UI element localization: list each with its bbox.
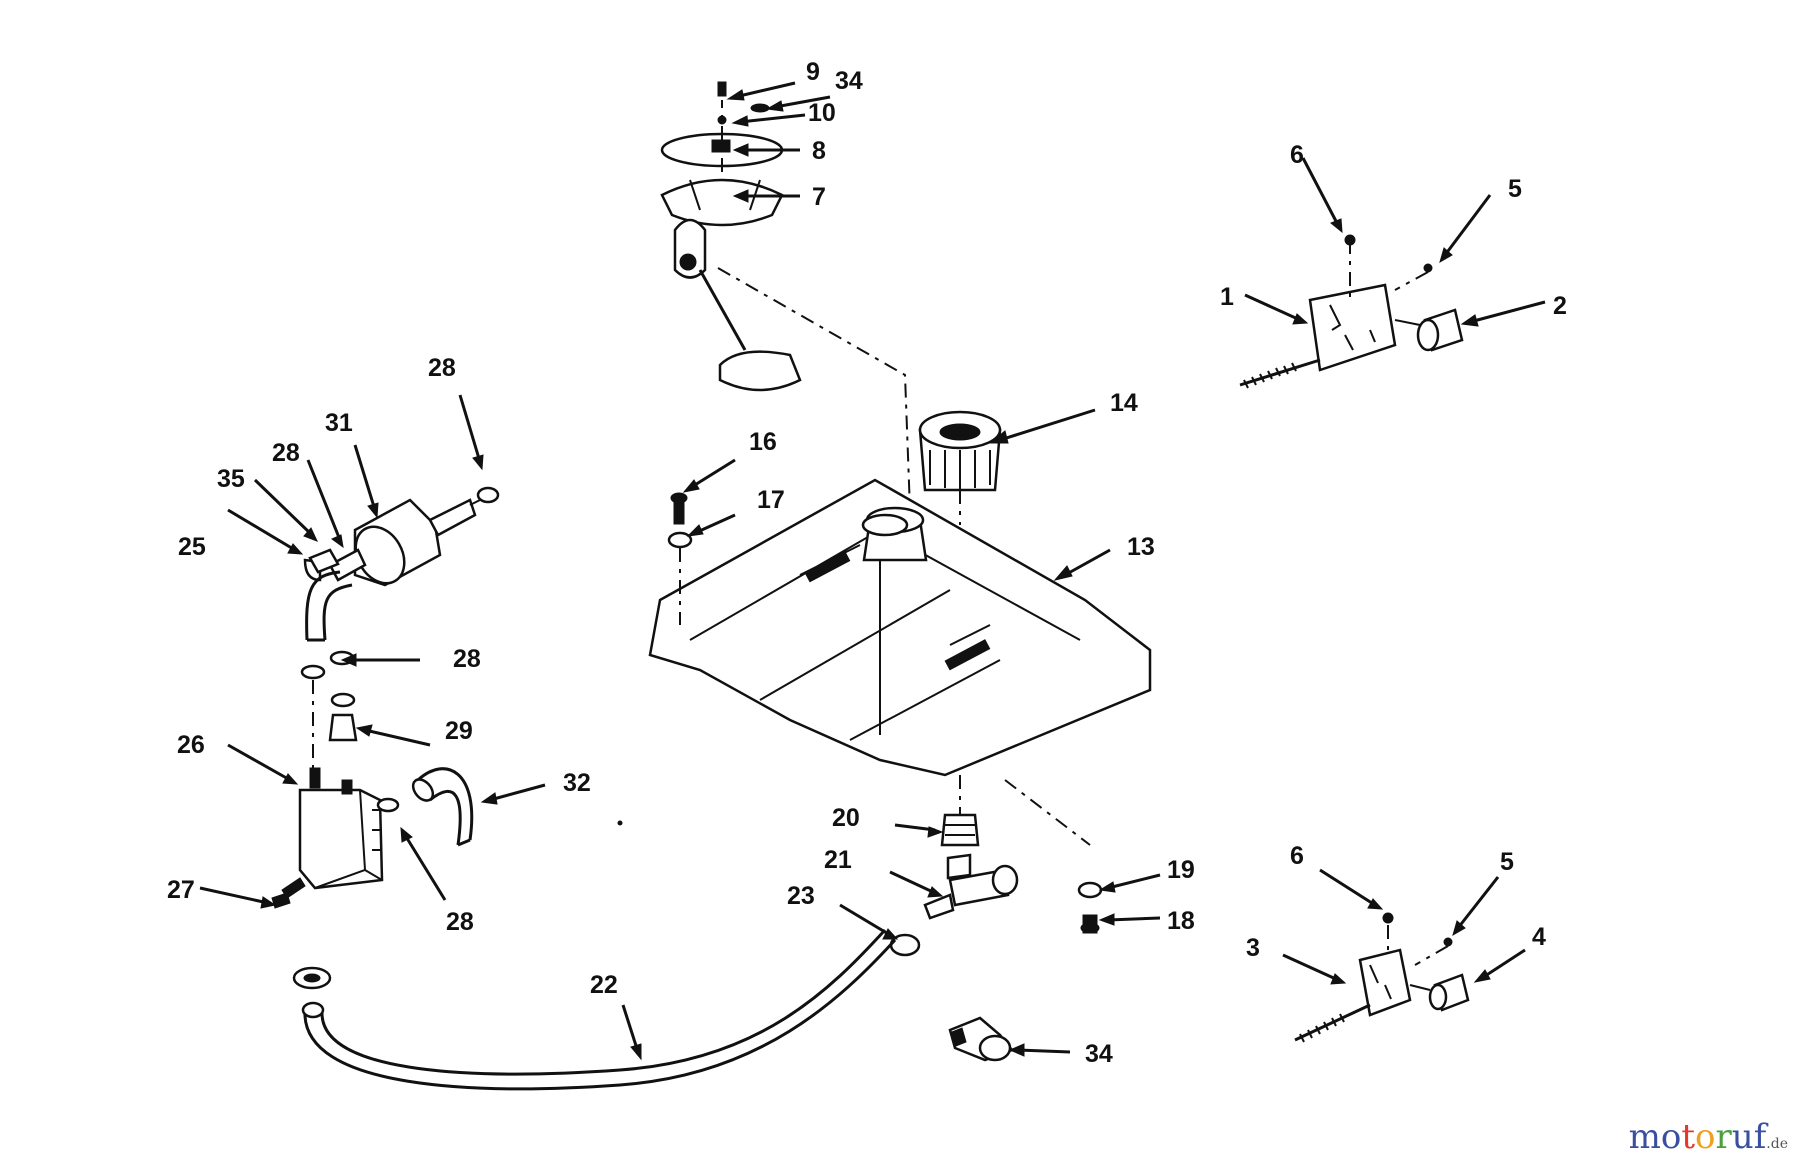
callout-5: 5	[1508, 175, 1522, 203]
callout-16: 16	[749, 428, 777, 456]
watermark-letter: t	[1681, 1117, 1696, 1157]
callout-9: 9	[806, 58, 820, 86]
callout-34: 34	[835, 67, 863, 95]
callout-17: 17	[757, 486, 785, 514]
callout-4: 4	[1532, 923, 1546, 951]
watermark-suffix: .de	[1766, 1136, 1788, 1152]
callout-5: 5	[1500, 848, 1514, 876]
site-watermark-logo: motoruf.de	[1629, 1117, 1788, 1157]
fuel-tank	[648, 478, 1152, 777]
callout-35: 35	[217, 465, 245, 493]
watermark-letter: m	[1628, 1117, 1661, 1157]
callout-18: 18	[1167, 907, 1195, 935]
callout-3: 3	[1246, 934, 1260, 962]
callout-8: 8	[812, 137, 826, 165]
callout-22: 22	[590, 971, 618, 999]
callout-2: 2	[1553, 292, 1567, 320]
vent-hose	[411, 767, 474, 847]
callout-25: 25	[178, 533, 206, 561]
callout-14: 14	[1110, 389, 1138, 417]
callout-13: 13	[1127, 533, 1155, 561]
callout-29: 29	[445, 717, 473, 745]
callout-7: 7	[812, 183, 826, 211]
callout-1: 1	[1220, 283, 1234, 311]
callout-27: 27	[167, 876, 195, 904]
callout-6: 6	[1290, 141, 1304, 169]
callout-20: 20	[832, 804, 860, 832]
shutoff-valve	[923, 853, 1019, 920]
watermark-letter: f	[1753, 1117, 1767, 1157]
callout-21: 21	[824, 846, 852, 874]
callout-28: 28	[453, 645, 481, 673]
callout-31: 31	[325, 409, 353, 437]
fuel-pump	[298, 767, 384, 890]
upper-control-bracket	[1239, 283, 1464, 389]
callout-28: 28	[428, 354, 456, 382]
callout-28: 28	[272, 439, 300, 467]
callout-34: 34	[1085, 1040, 1113, 1068]
fuel-cap	[918, 410, 1002, 492]
callout-28: 28	[446, 908, 474, 936]
fuel-line	[301, 928, 897, 1091]
watermark-letter: u	[1731, 1117, 1754, 1157]
watermark-letter: r	[1715, 1117, 1732, 1157]
callout-6: 6	[1290, 842, 1304, 870]
callout-19: 19	[1167, 856, 1195, 884]
callout-23: 23	[787, 882, 815, 910]
callout-10: 10	[808, 99, 836, 127]
watermark-letter: o	[1660, 1117, 1682, 1157]
lower-control-bracket	[1294, 948, 1470, 1043]
callout-26: 26	[177, 731, 205, 759]
callout-32: 32	[563, 769, 591, 797]
fuel-sender-assembly	[660, 81, 802, 392]
hose-clip	[948, 1016, 1015, 1062]
watermark-letter: o	[1695, 1117, 1716, 1157]
fuel-filter	[328, 498, 477, 587]
tank-fitting	[940, 813, 980, 847]
